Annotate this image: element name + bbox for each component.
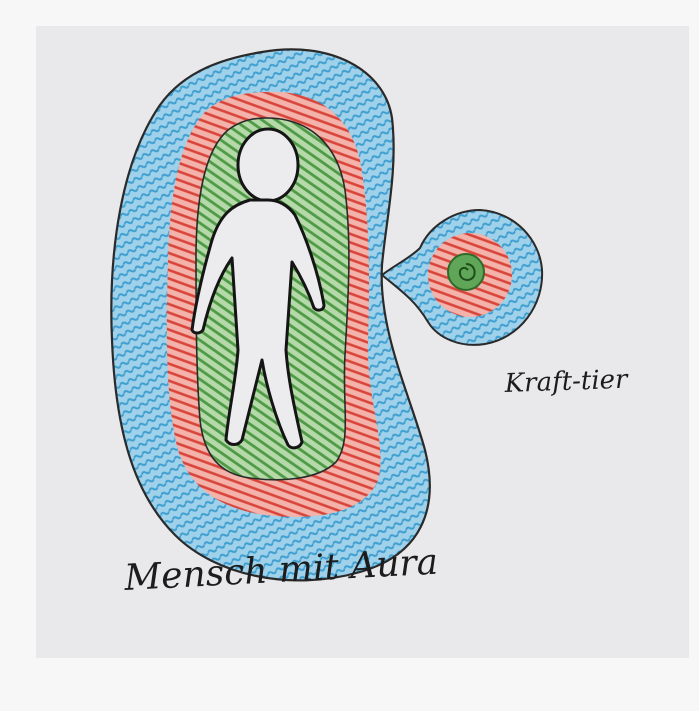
figure-head (238, 129, 298, 201)
small-aura-green (448, 254, 484, 290)
label-small-being: Kraft-tier (503, 365, 629, 399)
human-with-aura-drawing (111, 49, 429, 580)
